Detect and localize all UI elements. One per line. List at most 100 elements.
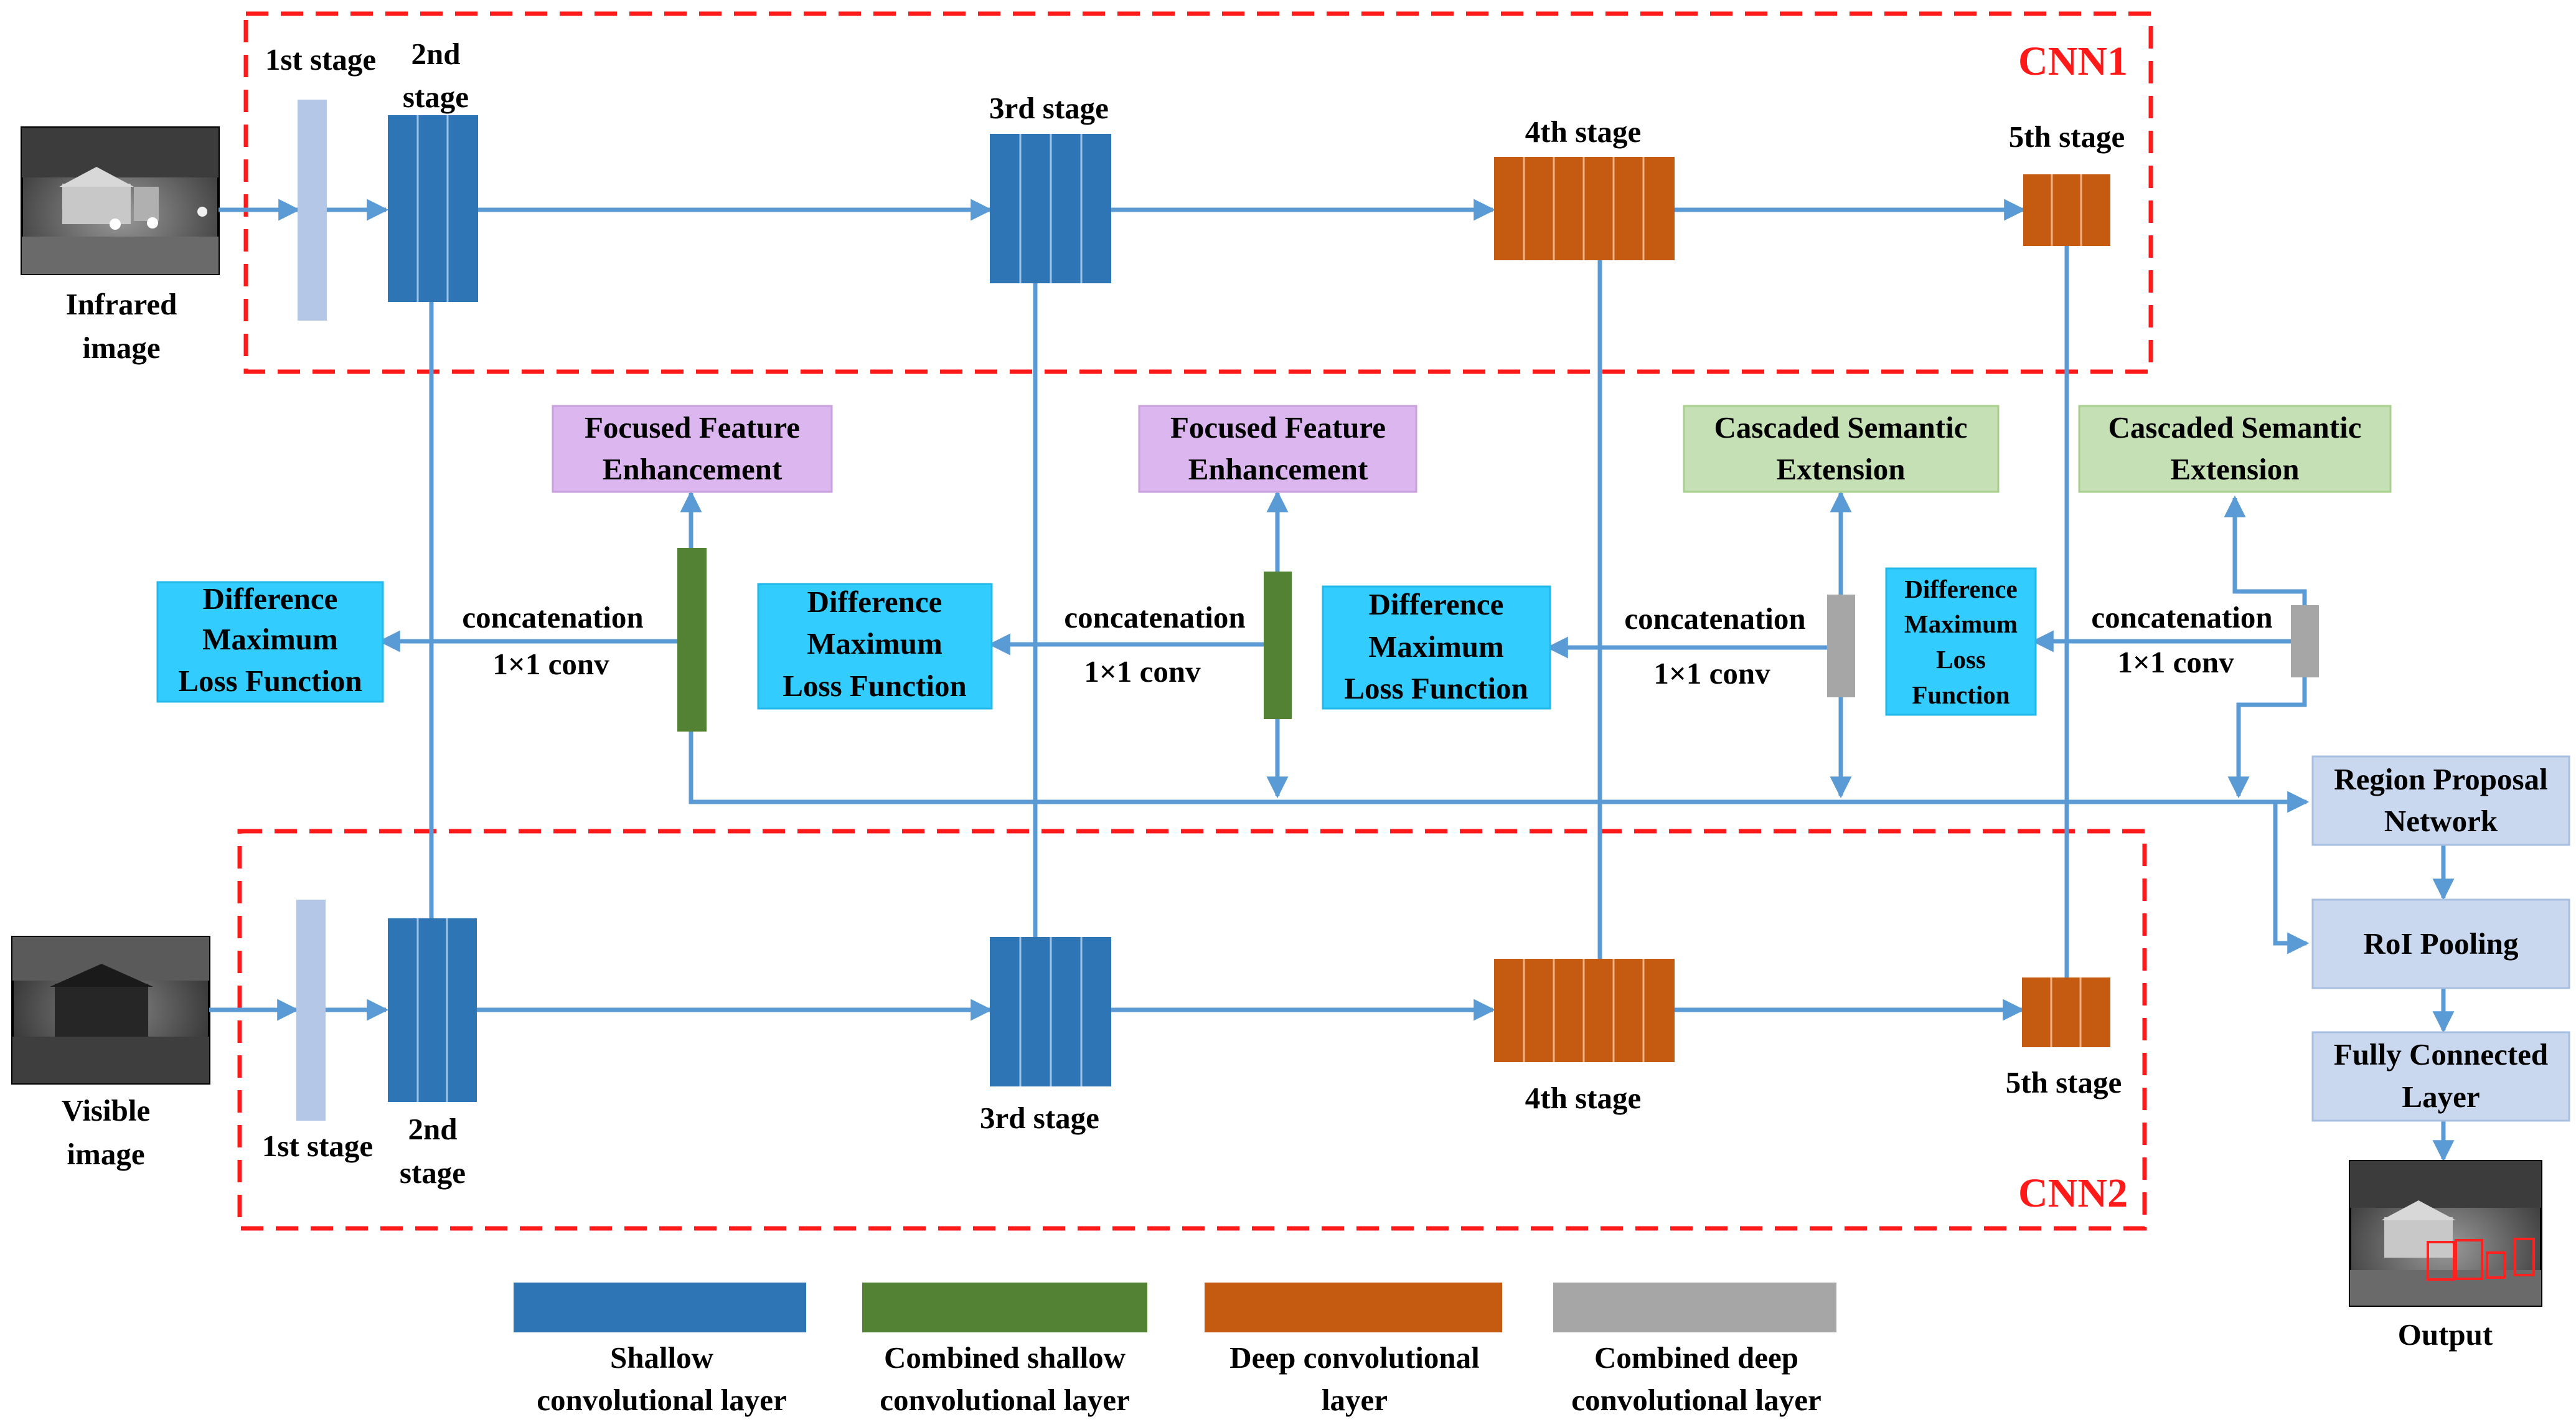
legend-swatch [1205, 1283, 1502, 1332]
combined-deep-layer-2 [2291, 605, 2319, 677]
infrared-image [21, 126, 220, 275]
svg-text:concatenation: concatenation [462, 600, 643, 634]
svg-text:Combined shallow: Combined shallow [884, 1340, 1126, 1375]
svg-text:Region Proposal: Region Proposal [2334, 762, 2547, 796]
cnn1-title: CNN1 [2018, 39, 2128, 84]
svg-text:Visible: Visible [62, 1093, 150, 1128]
combined-shallow-layer-1 [677, 548, 707, 732]
legend-swatch [862, 1283, 1147, 1332]
svg-text:1×1 conv: 1×1 conv [492, 647, 609, 681]
fusion-label-2: concatenation 1×1 conv [1064, 600, 1245, 689]
difference-maximum-loss-1: Difference Maximum Loss Function [156, 581, 384, 703]
cnn2-stage2-block [388, 918, 477, 1102]
roi-pooling: RoI Pooling [2311, 898, 2570, 989]
svg-text:1×1 conv: 1×1 conv [2117, 645, 2234, 679]
svg-text:Loss: Loss [1936, 645, 1986, 674]
svg-text:2nd: 2nd [408, 1112, 457, 1146]
svg-text:Loss Function: Loss Function [1344, 671, 1528, 705]
cnn1-frame [243, 11, 2153, 374]
svg-text:Difference: Difference [1369, 587, 1504, 621]
svg-text:Deep convolutional: Deep convolutional [1229, 1340, 1480, 1375]
svg-text:Extension: Extension [1777, 452, 1906, 486]
output-label: Output [2398, 1317, 2493, 1352]
svg-text:convolutional layer: convolutional layer [537, 1383, 787, 1417]
legend: Shallow convolutional layer Combined sha… [514, 1283, 1836, 1417]
cnn2-stage1-label: 1st stage [262, 1129, 373, 1163]
svg-text:Shallow: Shallow [610, 1340, 714, 1375]
legend-item-shallow: Shallow convolutional layer [514, 1283, 806, 1417]
cnn2-stage4-label: 4th stage [1525, 1081, 1641, 1115]
cnn1-stage5-label: 5th stage [2009, 120, 2125, 154]
svg-text:concatenation: concatenation [1064, 600, 1245, 634]
svg-text:Combined deep: Combined deep [1594, 1340, 1798, 1375]
cnn2-title: CNN2 [2018, 1170, 2128, 1216]
cnn1-stage5-block [2023, 174, 2110, 246]
svg-text:Network: Network [2384, 804, 2498, 838]
svg-text:Infrared: Infrared [66, 287, 177, 321]
svg-text:2nd: 2nd [411, 37, 460, 71]
fusion-label-3: concatenation 1×1 conv [1624, 601, 1805, 690]
svg-text:Focused Feature: Focused Feature [585, 410, 800, 445]
svg-text:concatenation: concatenation [1624, 601, 1805, 636]
fusion-label-1: concatenation 1×1 conv [462, 600, 643, 681]
combined-deep-layer-1 [1827, 595, 1855, 697]
cnn1-stage3-block [990, 134, 1111, 283]
infrared-image-label: Infrared image [66, 287, 177, 365]
legend-item-combined-shallow: Combined shallow convolutional layer [862, 1283, 1147, 1417]
cnn1-stage1-label: 1st stage [265, 42, 376, 77]
svg-text:Focused Feature: Focused Feature [1170, 410, 1386, 445]
svg-text:image: image [67, 1137, 144, 1171]
fusion-label-4: concatenation 1×1 conv [2091, 600, 2272, 679]
difference-maximum-loss-3: Difference Maximum Loss Function [1322, 585, 1551, 710]
svg-text:stage: stage [403, 80, 469, 114]
svg-text:stage: stage [400, 1156, 466, 1190]
svg-text:Fully Connected: Fully Connected [2334, 1037, 2548, 1071]
svg-text:Cascaded Semantic: Cascaded Semantic [2108, 410, 2362, 445]
cnn2-stage3-label: 3rd stage [980, 1101, 1099, 1135]
cnn2-stage2-label: 2nd stage [400, 1112, 466, 1190]
fully-connected-layer: Fully Connected Layer [2311, 1031, 2570, 1122]
cascaded-semantic-extension-1: Cascaded Semantic Extension [1683, 405, 2000, 493]
svg-text:layer: layer [1322, 1383, 1388, 1417]
focused-feature-enhancement-2: Focused Feature Enhancement [1138, 405, 1417, 493]
svg-text:Maximum: Maximum [202, 622, 338, 656]
svg-text:Maximum: Maximum [807, 626, 942, 661]
svg-text:Loss Function: Loss Function [783, 669, 966, 703]
legend-item-combined-deep: Combined deep convolutional layer [1553, 1283, 1836, 1417]
svg-text:convolutional layer: convolutional layer [880, 1383, 1130, 1417]
svg-text:Enhancement: Enhancement [1188, 452, 1368, 486]
difference-maximum-loss-2: Difference Maximum Loss Function [757, 583, 993, 710]
svg-text:Enhancement: Enhancement [603, 452, 783, 486]
svg-text:image: image [82, 331, 160, 365]
svg-text:1×1 conv: 1×1 conv [1653, 656, 1770, 690]
output-image [2349, 1160, 2542, 1307]
svg-text:Extension: Extension [2171, 452, 2300, 486]
svg-text:Layer: Layer [2402, 1080, 2480, 1114]
legend-item-deep: Deep convolutional layer [1205, 1283, 1502, 1417]
svg-text:Difference: Difference [203, 582, 338, 616]
svg-text:Maximum: Maximum [1904, 610, 2018, 638]
combined-shallow-layer-2 [1264, 572, 1292, 719]
svg-text:convolutional layer: convolutional layer [1571, 1383, 1822, 1417]
cascaded-semantic-extension-2: Cascaded Semantic Extension [2078, 405, 2392, 493]
cnn1-stage3-label: 3rd stage [989, 91, 1109, 125]
svg-text:RoI Pooling: RoI Pooling [2363, 926, 2519, 961]
cnn1-stage2-label: 2nd stage [403, 37, 469, 114]
cnn1-stage4-block [1494, 157, 1675, 260]
svg-text:1×1 conv: 1×1 conv [1084, 654, 1201, 689]
svg-text:Difference: Difference [807, 585, 942, 619]
region-proposal-network: Region Proposal Network [2311, 755, 2570, 846]
cnn2-stage1-layer [296, 900, 326, 1121]
cnn1-stage2-block [388, 115, 478, 302]
cnn2-frame [237, 829, 2147, 1231]
svg-text:Loss Function: Loss Function [178, 664, 362, 698]
svg-text:concatenation: concatenation [2091, 600, 2272, 634]
svg-text:Difference: Difference [1904, 575, 2017, 603]
svg-text:Function: Function [1912, 681, 2010, 709]
visible-image [11, 936, 210, 1085]
legend-swatch [514, 1283, 806, 1332]
cnn2-stage5-label: 5th stage [2006, 1065, 2122, 1100]
svg-text:Maximum: Maximum [1368, 629, 1504, 664]
svg-text:Cascaded Semantic: Cascaded Semantic [1714, 410, 1968, 445]
